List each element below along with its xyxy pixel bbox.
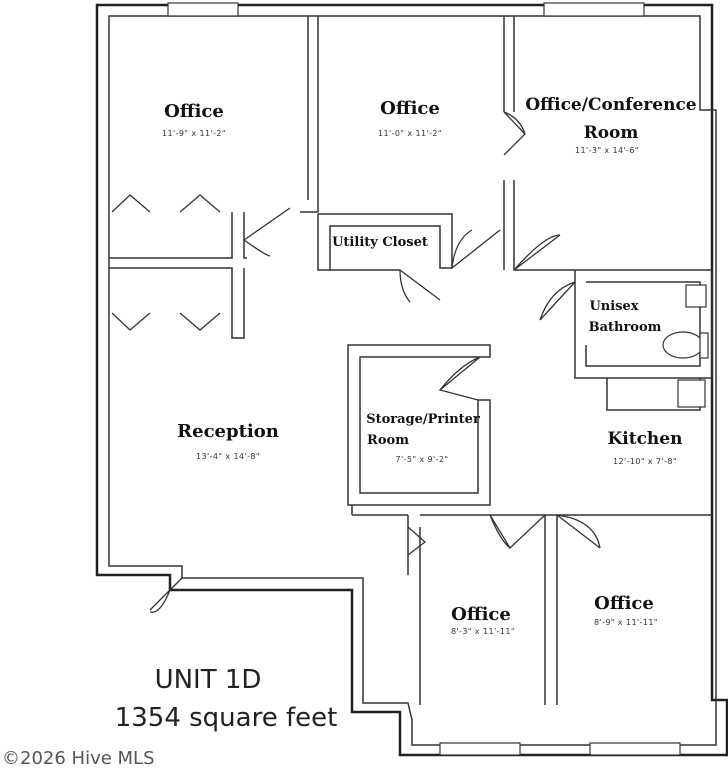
unit-info: UNIT 1D 1354 square feet [115, 665, 338, 733]
kitchen-dims: 12'-10" x 7'-8" [613, 457, 677, 466]
storage-dims: 7'-5" x 9'-2" [396, 455, 449, 464]
office-bottom-mid-label: Office [451, 604, 511, 625]
office-bottom-mid-dims: 8'-3" x 11'-11" [451, 627, 515, 636]
exterior-walls [95, 3, 728, 757]
storage-label-2: Room [367, 433, 409, 448]
bathroom-label-2: Bathroom [589, 320, 662, 335]
unit-name: UNIT 1D [155, 665, 262, 695]
office-top-left-label: Office [164, 101, 224, 122]
doors [111, 111, 601, 613]
kitchen-label: Kitchen [608, 429, 683, 449]
office-bottom-right-label: Office [594, 593, 654, 614]
office-conference-label-2: Room [584, 123, 639, 143]
office-conference-label-1: Office/Conference [525, 95, 696, 115]
room-labels: Office 11'-9" x 11'-2" Office 11'-0" x 1… [162, 95, 697, 636]
bathroom-label-1: Unisex [589, 299, 638, 314]
toilet-icon [662, 331, 704, 359]
office-top-mid-label: Office [380, 98, 440, 119]
office-top-left-dims: 11'-9" x 11'-2" [162, 129, 226, 138]
toilet-tank-icon [699, 332, 709, 359]
office-top-mid-dims: 11'-0" x 11'-2" [378, 129, 442, 138]
fixtures [662, 284, 709, 408]
unit-area: 1354 square feet [115, 703, 338, 733]
office-conference-dims: 11'-3" x 14'-6" [575, 146, 639, 155]
bathroom-sink-icon [685, 284, 707, 308]
windows [167, 2, 681, 756]
utility-closet-label: Utility Closet [332, 235, 428, 250]
watermark: ©2026 Hive MLS [2, 748, 155, 768]
kitchen-sink-icon [677, 379, 706, 408]
reception-dims: 13'-4" x 14'-8" [196, 452, 260, 461]
reception-label: Reception [177, 421, 279, 442]
office-bottom-right-dims: 8'-9" x 11'-11" [594, 618, 658, 627]
storage-label-1: Storage/Printer [366, 412, 480, 427]
